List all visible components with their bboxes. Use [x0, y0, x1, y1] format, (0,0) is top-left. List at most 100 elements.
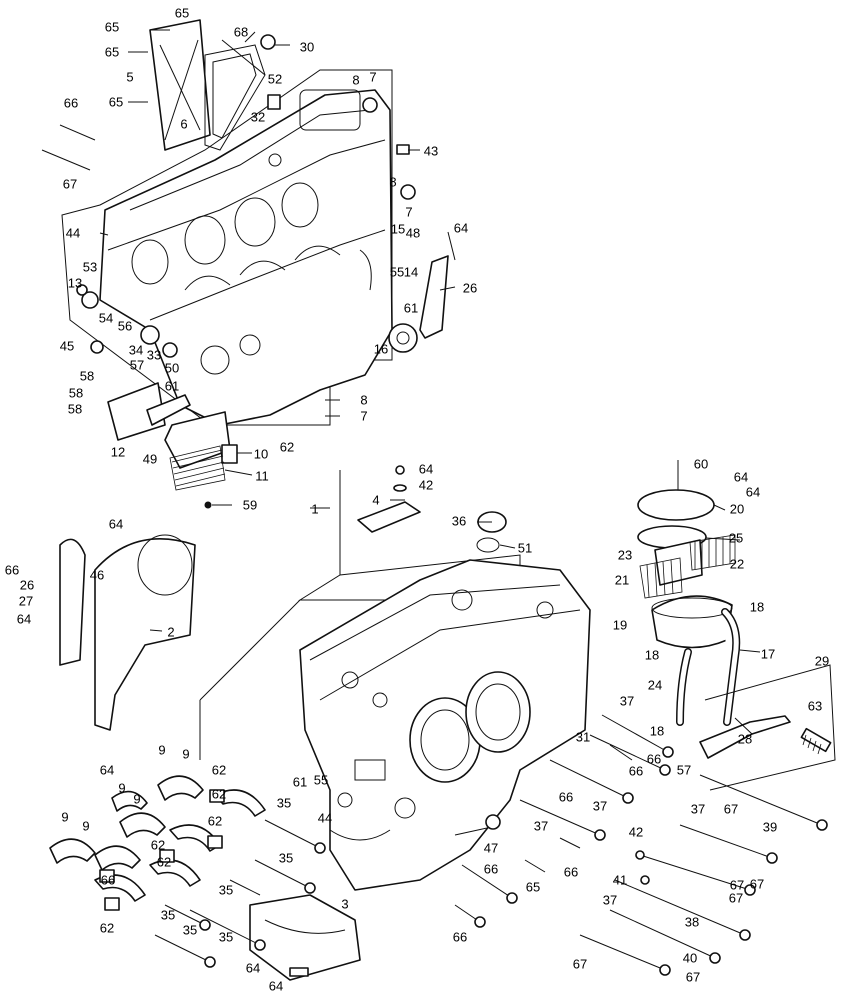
callout-label: 67 [749, 876, 765, 892]
callout-label: 33 [146, 347, 162, 363]
callout-label: 66 [100, 872, 116, 888]
callout-label: 66 [63, 95, 79, 111]
callout-label: 66 [646, 751, 662, 767]
callout-label: 32 [250, 109, 266, 125]
callout-label: 58 [68, 385, 84, 401]
callout-label: 64 [733, 469, 749, 485]
callout-label: 8 [389, 174, 397, 190]
callout-label: 36 [451, 513, 467, 529]
callout-label: 2 [167, 624, 175, 640]
callout-label: 29 [814, 653, 830, 669]
callout-label: 67 [572, 956, 588, 972]
callout-label: 21 [614, 572, 630, 588]
callout-label: 18 [749, 599, 765, 615]
callout-label: 65 [104, 19, 120, 35]
callout-label: 67 [728, 890, 744, 906]
callout-label: 9 [133, 791, 141, 807]
callout-label: 62 [207, 813, 223, 829]
callout-label: 55 [313, 772, 329, 788]
callout-label: 67 [729, 877, 745, 893]
callout-label: 45 [59, 338, 75, 354]
callout-label: 57 [129, 357, 145, 373]
callout-label: 8 [352, 72, 360, 88]
callout-label: 20 [729, 501, 745, 517]
callout-label: 1 [311, 501, 319, 517]
callout-label: 61 [403, 300, 419, 316]
callout-label: 35 [276, 795, 292, 811]
callout-label: 15 [390, 221, 406, 237]
callout-label: 62 [99, 920, 115, 936]
callout-label: 51 [517, 540, 533, 556]
callout-label: 65 [104, 44, 120, 60]
callout-label: 9 [182, 746, 190, 762]
callout-label: 62 [279, 439, 295, 455]
callout-label: 59 [242, 497, 258, 513]
callout-label: 13 [67, 275, 83, 291]
callout-label: 66 [452, 929, 468, 945]
studs [154, 714, 828, 976]
callout-label: 17 [760, 646, 776, 662]
callout-label: 61 [292, 774, 308, 790]
callout-label: 37 [533, 818, 549, 834]
callout-label: 64 [99, 762, 115, 778]
callout-label: 35 [182, 922, 198, 938]
callout-label: 64 [418, 461, 434, 477]
upper-crankcase [61, 69, 393, 426]
callout-label: 37 [619, 693, 635, 709]
callout-label: 34 [128, 342, 144, 358]
callout-label: 53 [82, 259, 98, 275]
callout-label: 44 [317, 810, 333, 826]
breather-hoses [676, 608, 741, 726]
callout-label: 61 [164, 378, 180, 394]
callout-label: 58 [79, 368, 95, 384]
callout-label: 23 [617, 547, 633, 563]
callout-label: 49 [142, 451, 158, 467]
callout-label: 9 [158, 742, 166, 758]
callout-label: 52 [267, 71, 283, 87]
callout-label: 64 [108, 516, 124, 532]
main-bearings [49, 775, 266, 911]
callout-label: 6 [180, 116, 188, 132]
callout-label: 38 [684, 914, 700, 930]
oil-strainer [76, 284, 238, 509]
callout-label: 66 [4, 562, 20, 578]
callout-label: 67 [62, 176, 78, 192]
callout-label: 28 [737, 731, 753, 747]
callout-label: 64 [16, 611, 32, 627]
callout-label: 18 [644, 647, 660, 663]
callout-label: 19 [612, 617, 628, 633]
callout-label: 31 [575, 729, 591, 745]
callout-label: 64 [268, 978, 284, 994]
callout-label: 55 [389, 264, 405, 280]
callout-label: 65 [108, 94, 124, 110]
callout-label: 66 [563, 864, 579, 880]
callout-label: 5 [126, 69, 134, 85]
callout-label: 42 [628, 824, 644, 840]
callout-label: 9 [82, 818, 90, 834]
callout-label: 37 [690, 801, 706, 817]
callout-label: 40 [682, 950, 698, 966]
callout-label: 26 [19, 577, 35, 593]
callout-label: 60 [693, 456, 709, 472]
callout-label: 7 [369, 69, 377, 85]
oil-pan-cover [249, 894, 361, 981]
callout-label: 67 [723, 801, 739, 817]
callout-label: 7 [360, 408, 368, 424]
callout-label: 63 [807, 698, 823, 714]
air-filter [637, 460, 736, 649]
callout-label: 65 [174, 5, 190, 21]
callout-label: 24 [647, 677, 663, 693]
callout-label: 30 [299, 39, 315, 55]
callout-label: 4 [372, 492, 380, 508]
callout-label: 10 [253, 446, 269, 462]
callout-label: 35 [278, 850, 294, 866]
callout-label: 9 [61, 809, 69, 825]
callout-label: 66 [483, 861, 499, 877]
callout-label: 48 [405, 225, 421, 241]
filler-cap [476, 511, 507, 553]
side-cover [59, 534, 196, 731]
callout-label: 3 [341, 896, 349, 912]
callout-label: 41 [612, 872, 628, 888]
callout-label: 8 [360, 392, 368, 408]
